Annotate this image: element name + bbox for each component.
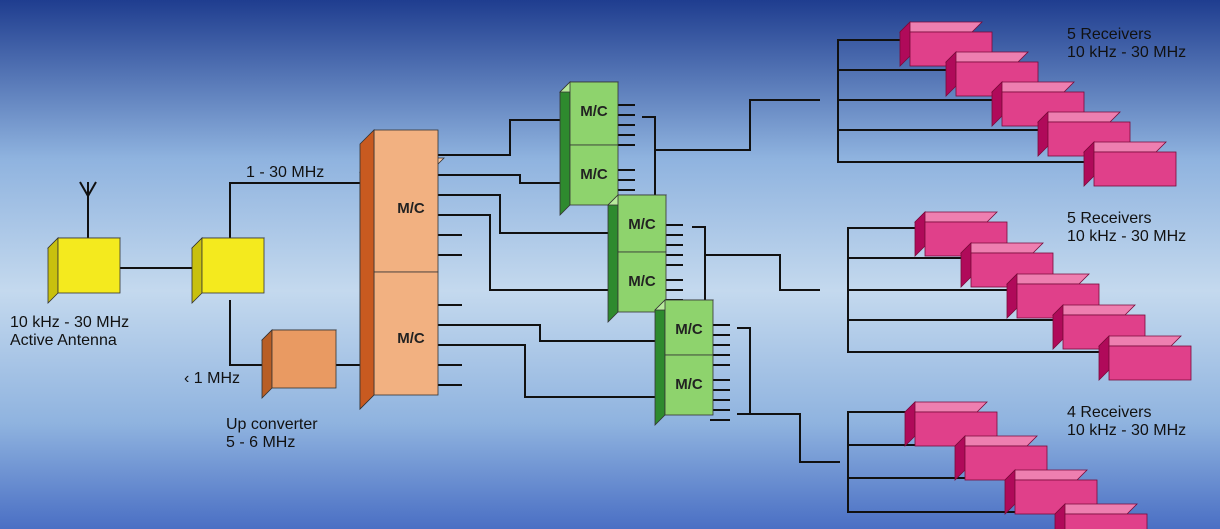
- receiver-group-3-count-label: 4 Receivers: [1067, 404, 1152, 421]
- big-mc-unit-2: [373, 271, 439, 396]
- receiver-0-3-top: [1037, 111, 1121, 123]
- small-mc-col-2-side: [654, 299, 666, 426]
- small-mc-col-2-unit-1: [664, 299, 714, 356]
- small-mc-col-1-unit-2: [617, 251, 667, 313]
- small-mc-label-0: M/C: [580, 103, 608, 120]
- route-b: [438, 174, 566, 184]
- trunk-group-3: [750, 413, 840, 463]
- small-mc-col-1-unit-1: [617, 194, 667, 253]
- receiver-group-2-range-label: 10 kHz - 30 MHz: [1067, 228, 1187, 245]
- small-mc-label-5: M/C: [675, 376, 703, 393]
- receiver-2-1: [954, 435, 1048, 481]
- receiver-0-4: [1083, 141, 1177, 187]
- receiver-0-4-top: [1083, 141, 1167, 153]
- receiver-1-4: [1098, 335, 1192, 381]
- receiver-2-3: [1054, 503, 1148, 529]
- receiver-0-1-top: [945, 51, 1029, 63]
- receiver-2-0-top: [904, 401, 988, 413]
- receiver-0-0-top: [899, 21, 983, 33]
- trunk-group-1: [655, 99, 820, 151]
- small-mc-label-2: M/C: [628, 216, 656, 233]
- receiver-group-3-range-label: 10 kHz - 30 MHz: [1067, 422, 1187, 439]
- receiver-2-2-top: [1004, 469, 1088, 481]
- active-antenna-freq-label: 10 kHz - 30 MHz: [10, 314, 130, 331]
- receiver-1-3-top: [1052, 304, 1136, 316]
- receiver-2-1-top: [954, 435, 1038, 447]
- splitter-cube-side: [191, 237, 203, 304]
- lt-1mhz-label: ‹ 1 MHz: [184, 370, 240, 387]
- antenna-tips: [79, 181, 97, 199]
- route-d: [438, 214, 615, 291]
- bracket-col-2: [737, 327, 751, 415]
- active-antenna-name-label: Active Antenna: [10, 332, 117, 349]
- up-converter-cube-front: [271, 329, 337, 389]
- route-c: [438, 194, 615, 234]
- splitter-cube: [191, 237, 265, 304]
- receiver-0-4-front: [1093, 151, 1177, 187]
- receiver-1-4-top: [1098, 335, 1182, 347]
- wire-splitter-to-upconverter: [229, 300, 265, 366]
- up-converter-name-label: Up converter: [226, 416, 318, 433]
- receiver-2-3-side: [1054, 503, 1066, 529]
- route-a: [438, 119, 566, 156]
- receivers: [899, 21, 1192, 529]
- big-mc-label-1: M/C: [397, 200, 425, 217]
- receiver-group-1-count-label: 5 Receivers: [1067, 26, 1152, 43]
- big-mc-unit-1: [373, 129, 439, 273]
- active-antenna-cube-front: [57, 237, 121, 294]
- route-e: [438, 324, 665, 342]
- route-f: [438, 344, 665, 398]
- small-mc-label-4: M/C: [675, 321, 703, 338]
- up-converter-freq-label: 5 - 6 MHz: [226, 434, 296, 451]
- small-mc-col-1-side: [607, 194, 619, 323]
- big-mc-label-2: M/C: [397, 330, 425, 347]
- small-mc-label-1: M/C: [580, 166, 608, 183]
- big-mc-side-face: [359, 129, 375, 410]
- receiver-group-1-range-label: 10 kHz - 30 MHz: [1067, 44, 1187, 61]
- receiver-group-2-count-label: 5 Receivers: [1067, 210, 1152, 227]
- trunk-group-2: [705, 254, 820, 291]
- small-mc-col-2-unit-2: [664, 354, 714, 416]
- wiring: [79, 39, 1105, 513]
- receiver-1-4-front: [1108, 345, 1192, 381]
- receiver-2-3-top: [1054, 503, 1138, 515]
- receiver-1-1-top: [960, 242, 1044, 254]
- active-antenna-cube-side: [47, 237, 59, 304]
- small-mc-col-0-side: [559, 81, 571, 216]
- small-mc-label-3: M/C: [628, 273, 656, 290]
- receiver-2-3-front: [1064, 513, 1148, 529]
- splitter-cube-front: [201, 237, 265, 294]
- blocks: M/C M/C M/C M/C M/C M/C M/C M/C: [47, 81, 714, 426]
- receiver-1-2-top: [1006, 273, 1090, 285]
- small-mc-col-0-unit-1: [569, 81, 619, 146]
- wire-splitter-to-mc-1-30: [229, 182, 370, 240]
- receiver-1-0-top: [914, 211, 998, 223]
- up-converter-cube: [261, 329, 337, 399]
- active-antenna-cube: [47, 237, 121, 304]
- small-mc-col-0-unit-2: [569, 144, 619, 206]
- up-converter-cube-side: [261, 329, 273, 399]
- freq-1-30-label: 1 - 30 MHz: [246, 164, 325, 181]
- receiver-0-2-top: [991, 81, 1075, 93]
